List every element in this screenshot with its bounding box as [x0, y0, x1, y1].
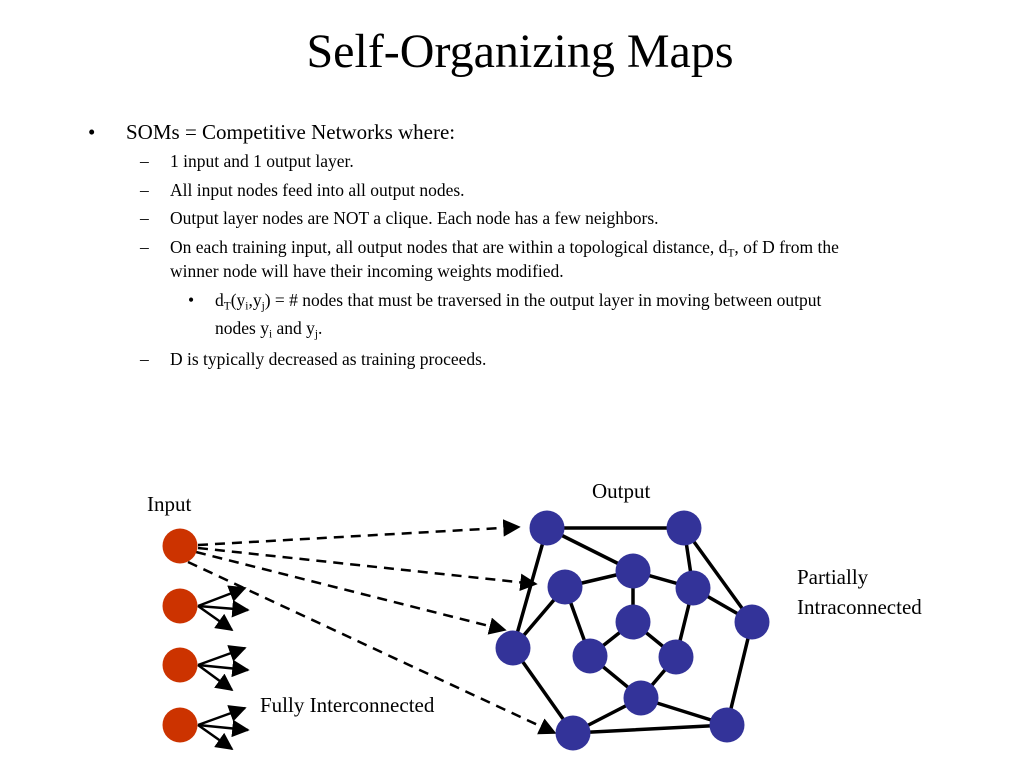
fan-arrows — [197, 585, 250, 751]
subscript: j — [261, 300, 265, 313]
sub-bullet-item: Output layer nodes are NOT a clique. Eac… — [170, 208, 659, 228]
output-node — [615, 553, 651, 589]
text-run: , of D from the — [734, 237, 839, 257]
input-label: Input — [147, 492, 192, 516]
fully-interconnected-label: Fully Interconnected — [260, 693, 435, 717]
page-title: Self-Organizing Maps — [306, 25, 734, 78]
dashed-edge — [197, 546, 538, 592]
fan-arrow — [197, 604, 234, 632]
sub-sub-bullet-item: dT(yi,yj) = # nodes that must be travers… — [215, 286, 935, 342]
sub-bullet-item: All input nodes feed into all output nod… — [170, 180, 465, 200]
subscript: j — [314, 328, 319, 341]
output-edge — [725, 620, 754, 727]
input-node — [162, 528, 198, 564]
fan-arrow — [197, 723, 234, 751]
text-run: . — [318, 318, 323, 338]
subscript: i — [245, 300, 249, 313]
text-run: (y — [230, 290, 246, 310]
fan-arrow — [197, 705, 247, 727]
bullet-marker: • — [88, 120, 96, 144]
dash-marker: – — [140, 349, 149, 369]
intraconnected-label: Intraconnected — [797, 595, 922, 619]
input-nodes — [162, 528, 198, 743]
text-run: and y — [272, 318, 315, 338]
text-run: ,y — [248, 290, 262, 310]
subscript: T — [223, 300, 231, 313]
text-run: On each training input, all output nodes… — [170, 237, 728, 257]
fan-arrow — [197, 659, 250, 678]
fan-arrow — [197, 663, 234, 692]
input-node — [162, 647, 198, 683]
fan-arrow — [197, 585, 247, 608]
text-run: nodes y — [215, 318, 269, 338]
output-node — [495, 630, 531, 666]
output-node — [709, 707, 745, 743]
output-node — [555, 715, 591, 751]
output-node — [734, 604, 770, 640]
dash-marker: – — [140, 208, 149, 228]
input-node — [162, 588, 198, 624]
sub-bullet-item: 1 input and 1 output layer. — [170, 151, 354, 171]
output-nodes — [495, 510, 770, 751]
text-run: winner node will have their incoming wei… — [170, 261, 564, 281]
input-node — [162, 707, 198, 743]
output-node — [572, 638, 608, 674]
sub-bullet-item: D is typically decreased as training pro… — [170, 349, 487, 369]
output-node — [675, 570, 711, 606]
output-node — [666, 510, 702, 546]
output-node — [623, 680, 659, 716]
fan-arrow — [197, 645, 247, 667]
dash-marker: – — [140, 151, 149, 171]
dash-marker: – — [140, 237, 149, 257]
bullet-marker: • — [188, 290, 195, 310]
text-run: d — [215, 290, 224, 310]
fan-arrow — [197, 719, 250, 738]
dash-marker: – — [140, 180, 149, 200]
partially-label: Partially — [797, 565, 869, 589]
subscript: i — [268, 328, 273, 341]
output-node — [529, 510, 565, 546]
dashed-edge — [195, 550, 507, 635]
output-edge — [682, 526, 754, 624]
dashed-edge — [197, 519, 521, 547]
output-node — [658, 639, 694, 675]
output-edge — [571, 723, 729, 735]
text-run: ) = # nodes that must be traversed in th… — [264, 290, 822, 310]
output-node — [615, 604, 651, 640]
bullet-item: SOMs = Competitive Networks where: — [126, 120, 456, 144]
output-label: Output — [592, 479, 651, 503]
sub-bullet-item: On each training input, all output nodes… — [170, 235, 970, 283]
fan-arrow — [197, 600, 250, 618]
output-node — [547, 569, 583, 605]
input-output-edges — [187, 519, 557, 735]
subscript: T — [727, 247, 735, 260]
